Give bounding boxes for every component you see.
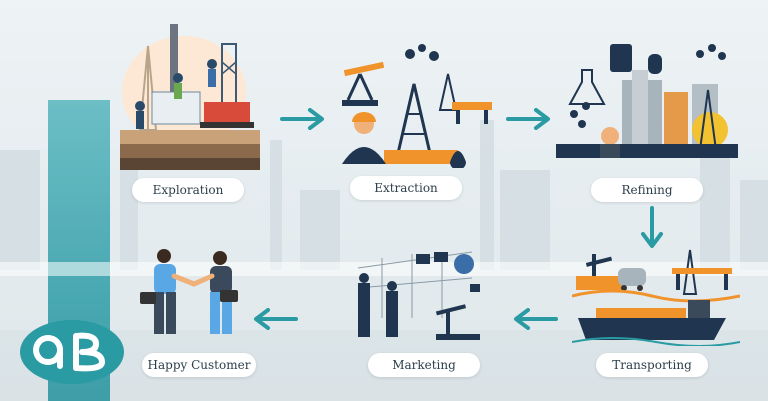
oil-pumpjack-icon xyxy=(342,44,492,168)
white-band xyxy=(0,262,768,276)
logo-icon xyxy=(20,320,124,384)
arrow-right-icon xyxy=(506,108,550,130)
arrow-left-icon xyxy=(514,308,558,330)
drilling-rig-icon xyxy=(120,24,260,170)
handshake-icon xyxy=(140,249,238,334)
stage-label-happy-customer: Happy Customer xyxy=(142,353,256,377)
stage-label-exploration: Exploration xyxy=(132,178,244,202)
marketing-chart-icon xyxy=(357,251,480,340)
arrow-down-icon xyxy=(641,206,663,248)
refinery-icon xyxy=(556,44,738,158)
stage-label-marketing: Marketing xyxy=(368,353,480,377)
stage-label-transporting: Transporting xyxy=(596,353,708,377)
stage-label-refining: Refining xyxy=(591,178,703,202)
tanker-ship-icon xyxy=(572,249,740,346)
stage-label-extraction: Extraction xyxy=(350,176,462,200)
arrow-right-icon xyxy=(280,108,324,130)
arrow-left-icon xyxy=(254,308,298,330)
